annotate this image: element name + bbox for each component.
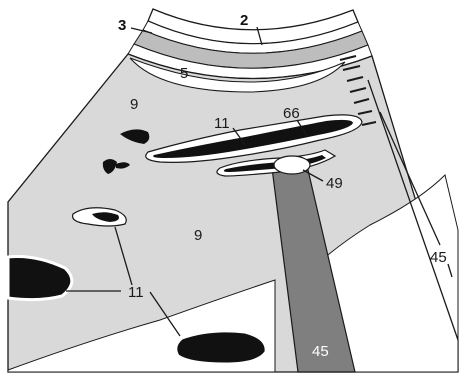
label-5: 5 — [180, 65, 188, 82]
vessel-bottom — [176, 331, 266, 364]
label-2: 2 — [240, 12, 248, 29]
label-9-lower: 9 — [194, 227, 202, 244]
label-3: 3 — [118, 17, 126, 34]
label-11-upper: 11 — [214, 115, 230, 132]
label-45-shadow: 45 — [312, 343, 329, 360]
label-45-right: 45 — [430, 249, 447, 266]
label-9-upper: 9 — [130, 96, 138, 113]
label-66: 66 — [283, 105, 300, 122]
label-49: 49 — [326, 175, 343, 192]
label-11-lower: 11 — [128, 284, 144, 301]
